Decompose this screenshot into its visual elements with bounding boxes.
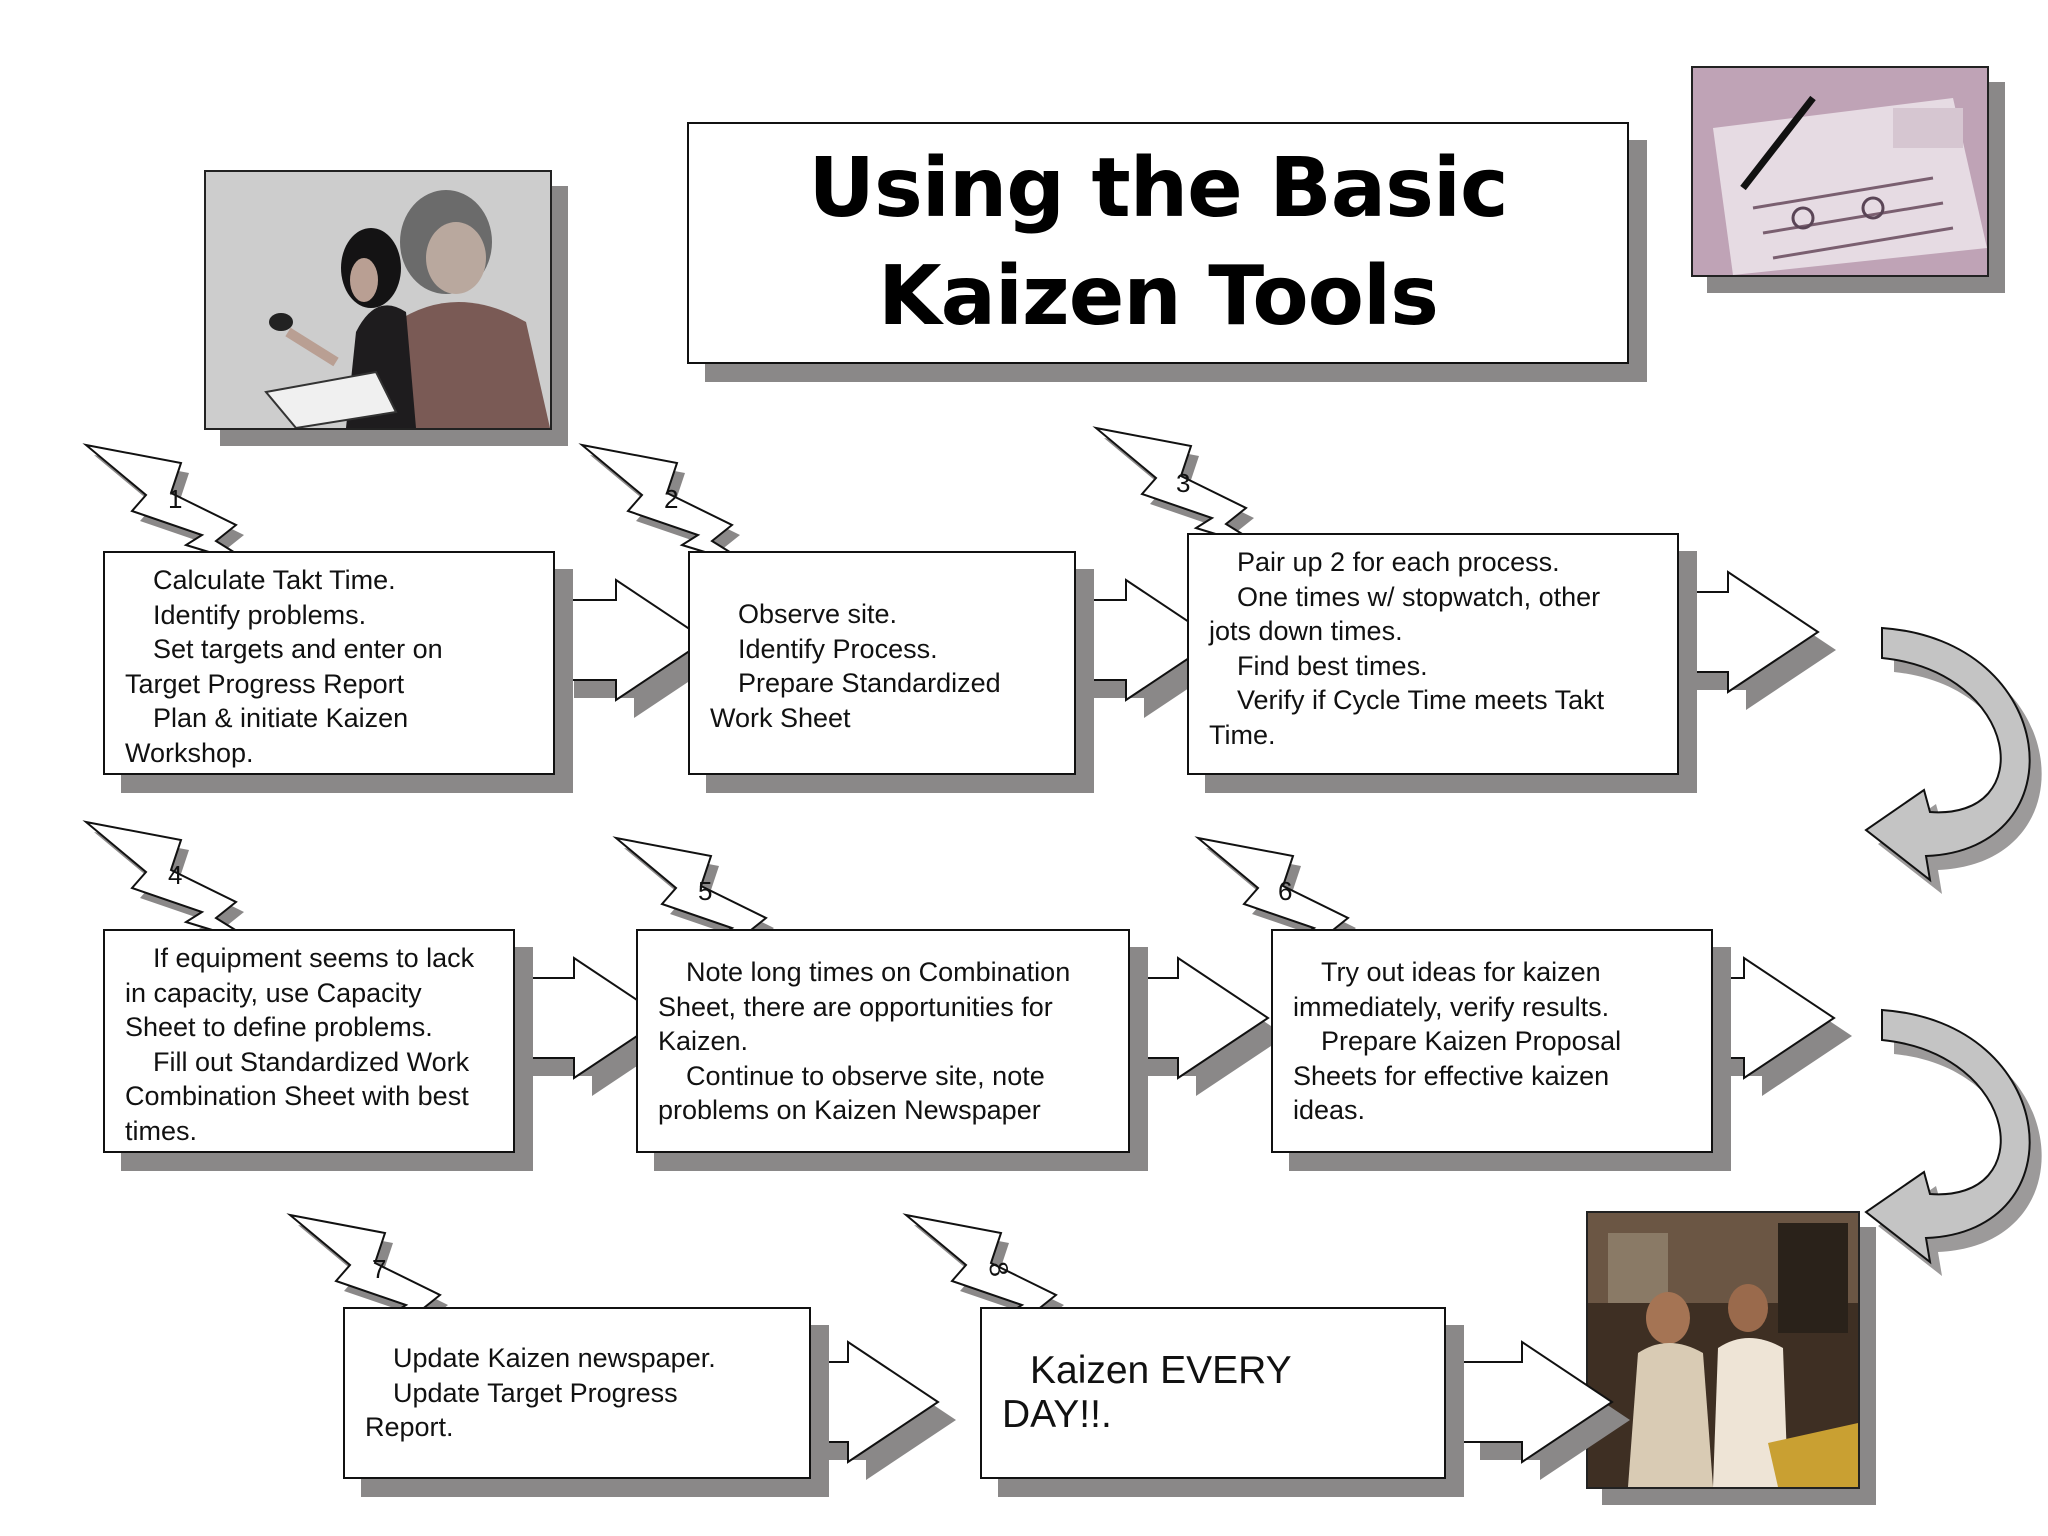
step-3-line: Find best times.	[1237, 650, 1428, 681]
step-number-6: 6	[1278, 876, 1292, 906]
title-line-1: Using the Basic	[808, 141, 1508, 236]
arrow-step5-to-6	[1117, 957, 1286, 1096]
curved-arrow-row2-to-row3	[1864, 1008, 2042, 1276]
step-6-line: immediately, verify results.	[1293, 991, 1610, 1022]
step-5-line: Kaizen.	[658, 1026, 749, 1056]
step-box-5: Note long times on Combination Sheet, th…	[636, 929, 1130, 1153]
step-box-4: If equipment seems to lack in capacity, …	[103, 929, 515, 1153]
step-6-line: ideas.	[1293, 1095, 1366, 1125]
step-box-7: Update Kaizen newspaper. Update Target P…	[343, 1307, 811, 1479]
step-number-3: 3	[1176, 468, 1190, 498]
step-2-line: Prepare Standardized	[738, 668, 1001, 698]
step-5-line: problems on Kaizen Newspaper	[658, 1095, 1041, 1125]
step-4-line: If equipment seems to lack	[153, 943, 475, 973]
step-8-line: Kaizen EVERY	[1030, 1349, 1292, 1392]
arrow-step3-out	[1667, 571, 1836, 710]
arrow-step8-to-photo	[1461, 1341, 1630, 1480]
step-box-2: Observe site. Identify Process. Prepare …	[688, 551, 1076, 775]
step-7-line: Update Kaizen newspaper.	[393, 1343, 716, 1373]
step-1-line: Set targets and enter on	[153, 634, 443, 664]
step-7-line: Update Target Progress	[393, 1377, 678, 1408]
photo-workers-factory	[1586, 1211, 1860, 1489]
step-box-8: Kaizen EVERY DAY!!.	[980, 1307, 1446, 1479]
step-5-line: Note long times on Combination	[686, 957, 1071, 987]
step-5-line: Continue to observe site, note	[686, 1060, 1045, 1091]
step-5-line: Sheet, there are opportunities for	[658, 991, 1053, 1022]
step-number-2: 2	[664, 484, 678, 514]
step-8-line: DAY!!.	[1002, 1393, 1112, 1436]
title-line-2: Kaizen Tools	[878, 249, 1439, 344]
photo-worksheet-pen	[1691, 66, 1989, 277]
curved-arrow-row1-to-row2	[1864, 626, 2042, 894]
step-1-line: Calculate Takt Time.	[153, 565, 396, 595]
step-6-line: Prepare Kaizen Proposal	[1321, 1026, 1622, 1056]
step-7-line: Report.	[365, 1412, 454, 1442]
arrow-step7-to-8	[787, 1341, 956, 1480]
step-number-4: 4	[168, 860, 182, 890]
step-box-3: Pair up 2 for each process. One times w/…	[1187, 533, 1679, 775]
step-3-line: jots down times.	[1209, 616, 1403, 646]
step-2-line: Work Sheet	[710, 702, 851, 733]
step-number-7: 7	[372, 1254, 386, 1284]
title-box: Using the Basic Kaizen Tools	[687, 122, 1629, 364]
step-3-line: Pair up 2 for each process.	[1237, 547, 1560, 577]
step-1-line: Identify problems.	[153, 599, 367, 630]
step-4-line: Sheet to define problems.	[125, 1012, 433, 1042]
step-4-line: Fill out Standardized Work	[153, 1046, 470, 1077]
step-number-5: 5	[698, 876, 712, 906]
step-4-line: Combination Sheet with best	[125, 1081, 469, 1111]
photo-two-people-stopwatch	[204, 170, 552, 430]
step-3-line: One times w/ stopwatch, other	[1237, 581, 1601, 612]
step-2-line: Observe site.	[738, 599, 898, 629]
step-3-line: Time.	[1209, 719, 1276, 750]
step-box-1: Calculate Takt Time. Identify problems. …	[103, 551, 555, 775]
step-3-line: Verify if Cycle Time meets Takt	[1237, 685, 1605, 715]
step-1-line: Workshop.	[125, 737, 254, 768]
step-box-6: Try out ideas for kaizen immediately, ve…	[1271, 929, 1713, 1153]
step-6-line: Try out ideas for kaizen	[1321, 957, 1601, 987]
step-6-line: Sheets for effective kaizen	[1293, 1060, 1610, 1091]
step-number-8: 8	[983, 1259, 1015, 1278]
step-1-line: Plan & initiate Kaizen	[153, 703, 409, 733]
step-4-line: in capacity, use Capacity	[125, 977, 422, 1008]
step-2-line: Identify Process.	[738, 633, 938, 664]
step-1-line: Target Progress Report	[125, 668, 405, 699]
step-number-1: 1	[168, 484, 182, 514]
step-4-line: times.	[125, 1115, 198, 1146]
